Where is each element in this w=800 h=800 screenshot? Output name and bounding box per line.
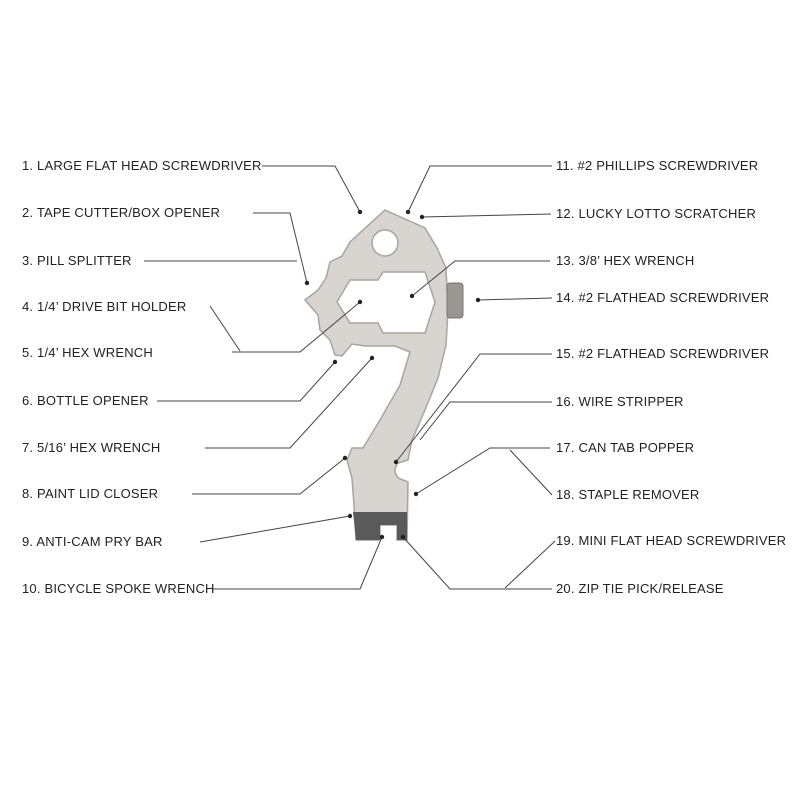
leader-9 [199,515,351,543]
leader-lines [144,165,556,590]
dark-end [353,512,407,540]
leader-14 [477,297,553,301]
label-5: 5. 1/4’ HEX WRENCH [22,345,153,360]
leader-15 [395,353,552,463]
label-13: 13. 3/8’ HEX WRENCH [556,253,695,268]
leader-8 [192,457,346,495]
label-14: 14. #2 FLATHEAD SCREWDRIVER [556,290,770,305]
label-9: 9. ANTI-CAM PRY BAR [22,534,163,549]
leader-19 [504,540,556,589]
multitool [303,209,464,541]
label-19: 19. MINI FLAT HEAD SCREWDRIVER [556,533,787,548]
label-10: 10. BICYCLE SPOKE WRENCH [22,581,215,596]
leader-18 [509,449,553,496]
label-11: 11. #2 PHILLIPS SCREWDRIVER [556,158,759,173]
leader-1 [262,165,361,213]
leader-4 [209,305,241,352]
leader-5 [232,301,361,353]
leader-7 [205,357,373,449]
leader-11 [407,165,552,213]
label-6: 6. BOTTLE OPENER [22,393,149,408]
leader-16 [419,401,552,441]
leader-2 [253,212,308,284]
label-16: 16. WIRE STRIPPER [556,394,684,409]
label-2: 2. TAPE CUTTER/BOX OPENER [22,205,221,220]
label-4: 4. 1/4’ DRIVE BIT HOLDER [22,299,187,314]
leader-6 [157,361,336,402]
leader-10 [212,536,383,590]
label-12: 12. LUCKY LOTTO SCRATCHER [556,206,757,221]
label-3: 3. PILL SPLITTER [22,253,132,268]
label-17: 17. CAN TAB POPPER [556,440,695,455]
label-1: 1. LARGE FLAT HEAD SCREWDRIVER [22,158,262,173]
side-bit [446,282,464,319]
leader-17 [415,447,550,495]
label-7: 7. 5/16’ HEX WRENCH [22,440,161,455]
leader-dots [304,209,481,540]
leader-20 [402,536,552,590]
leader-13 [411,260,550,297]
label-15: 15. #2 FLATHEAD SCREWDRIVER [556,346,770,361]
label-20: 20. ZIP TIE PICK/RELEASE [556,581,724,596]
label-8: 8. PAINT LID CLOSER [22,486,159,501]
tool-body [303,209,449,541]
label-18: 18. STAPLE REMOVER [556,487,700,502]
leader-12 [421,213,552,218]
